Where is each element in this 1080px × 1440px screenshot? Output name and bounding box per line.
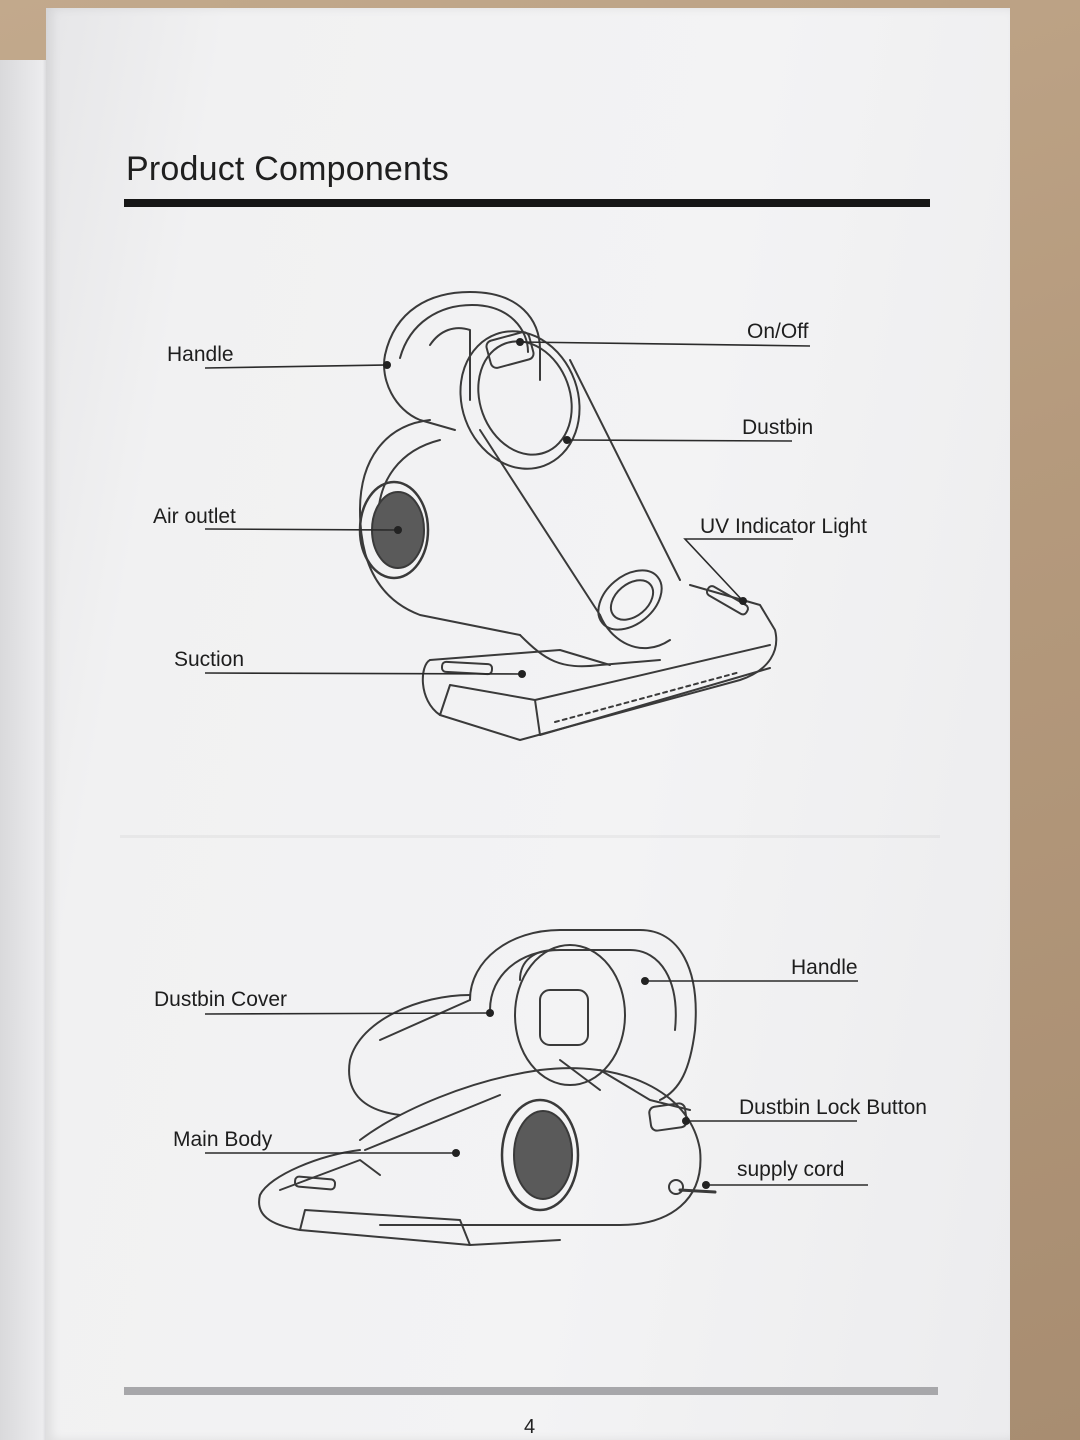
- bottom-leader-lines: [204, 980, 868, 1186]
- top-leader-lines: [204, 341, 811, 675]
- bottom-leader-dots: [452, 977, 710, 1189]
- label-handle-top: Handle: [167, 343, 234, 366]
- label-air-outlet: Air outlet: [153, 505, 236, 528]
- top-leader-dots: [383, 338, 747, 678]
- label-handle-bottom: Handle: [791, 956, 858, 979]
- label-dustbin-cover: Dustbin Cover: [154, 988, 288, 1011]
- bottom-device-illustration: [258, 929, 717, 1246]
- label-supply-cord: supply cord: [737, 1158, 845, 1181]
- manual-page: [46, 8, 1010, 1440]
- label-dustbin-lock-button: Dustbin Lock Button: [739, 1096, 927, 1119]
- label-on-off: On/Off: [747, 320, 809, 343]
- label-uv-indicator-light: UV Indicator Light: [700, 515, 867, 538]
- page-number: 4: [524, 1416, 536, 1438]
- label-main-body: Main Body: [173, 1128, 273, 1151]
- bleed-through-rule: [120, 795, 940, 838]
- label-dustbin: Dustbin: [742, 416, 814, 439]
- title-underline: [124, 199, 930, 207]
- footer-rule: [124, 1387, 938, 1395]
- facing-page-edge: [0, 60, 50, 1440]
- page-title: Product Components: [126, 150, 449, 188]
- label-suction: Suction: [174, 648, 245, 671]
